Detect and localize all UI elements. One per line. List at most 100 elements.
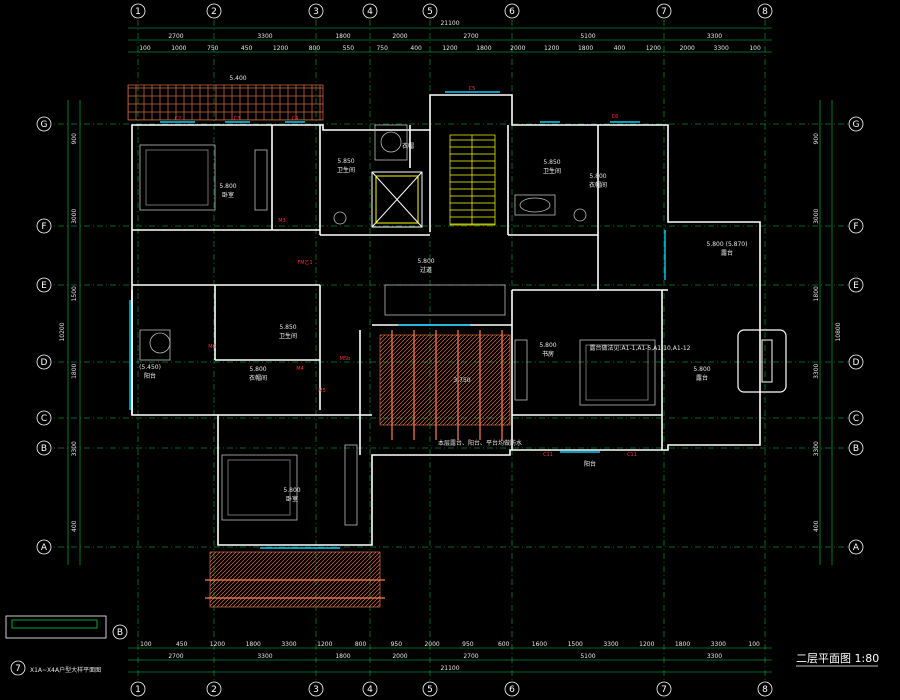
dimension-text: 5100: [580, 33, 595, 40]
axis-label: 7: [661, 7, 667, 17]
dimension-text: 450: [241, 45, 253, 52]
dimension-text: 950: [391, 641, 403, 648]
dimension-text: 2000: [510, 45, 525, 52]
axis-label: G: [853, 120, 860, 130]
axis-label: B: [117, 628, 123, 638]
dimension-text: 3300: [707, 33, 722, 40]
room-label: 卫生间: [543, 167, 561, 175]
dimension-text: 1800: [335, 653, 350, 660]
dimension-text: 1800: [335, 33, 350, 40]
annotation-note: 3.750: [453, 377, 470, 384]
dimension-text: 1800: [675, 641, 690, 648]
dimension-text: 21100: [440, 20, 459, 27]
detail-small: [5, 615, 107, 639]
dimension-text: 1200: [210, 641, 225, 648]
room-elevation: 5.800: [417, 258, 434, 265]
stair: [449, 134, 496, 226]
axis-bubble: [757, 3, 773, 19]
dimension-text: 1200: [317, 641, 332, 648]
dimension-text: 1200: [646, 45, 661, 52]
furniture: [139, 124, 656, 526]
detail-note: X1A~X4A户型大样平面图: [30, 666, 101, 674]
dimension-text: 1800: [71, 363, 78, 378]
axis-label: F: [853, 222, 858, 232]
door-window-tag: C2: [175, 116, 182, 122]
dimension-text: 3300: [257, 33, 272, 40]
room-label: 衣帽: [402, 142, 414, 150]
axis-bubble: [848, 440, 864, 456]
door-window-tag: C5: [469, 86, 476, 92]
axis-bubble: [36, 277, 52, 293]
dimension-text: 1500: [71, 286, 78, 301]
dimension-text: 3300: [711, 641, 726, 648]
axis-label: 3: [313, 7, 319, 17]
axis-bubble: [36, 410, 52, 426]
axis-bubble: [504, 3, 520, 19]
room-label: 过道: [420, 266, 432, 274]
axis-bubble: [36, 539, 52, 555]
axis-bubble: [362, 681, 378, 697]
dimension-text: 2700: [168, 33, 183, 40]
dimension-text: 1600: [532, 641, 547, 648]
room-label: 衣帽间: [589, 181, 607, 189]
axis-label: 2: [211, 7, 217, 17]
axis-bubble: [36, 354, 52, 370]
room-label: 卧室: [222, 191, 234, 199]
axis-bubble: [308, 681, 324, 697]
room-elevation: (5.450): [139, 364, 161, 371]
dimension-text: 3000: [813, 208, 820, 223]
room-label: 卧室: [286, 495, 298, 503]
axis-label: 7: [15, 664, 21, 674]
room-label: 书房: [542, 350, 554, 358]
door-window-tag: C11: [543, 452, 553, 458]
axis-label: 6: [509, 685, 515, 695]
axis-bubble: [206, 3, 222, 19]
dimension-text: 21100: [440, 665, 459, 672]
axis-label: E: [41, 281, 47, 291]
axis-label: 8: [762, 7, 768, 17]
dimension-text: 3300: [707, 653, 722, 660]
door-window-tag: M3: [278, 218, 286, 224]
annotation-note: 本层露台、阳台、平台均做防水: [438, 439, 522, 447]
axis-label: 1: [135, 7, 141, 17]
room-label: 卫生间: [337, 166, 355, 174]
dimension-text: 400: [410, 45, 422, 52]
axis-bubble: [848, 277, 864, 293]
annotation-note: 5.400: [229, 75, 246, 82]
axis-label: G: [41, 120, 48, 130]
drawing-title: 二层平面图 1:80: [796, 652, 879, 665]
room-elevation: 5.800 (5.870): [707, 241, 748, 248]
axis-label: 1: [135, 685, 141, 695]
room-elevation: 5.800: [219, 183, 236, 190]
dimension-text: 3300: [257, 653, 272, 660]
dimension-text: 3300: [813, 363, 820, 378]
dimension-text: 100: [140, 641, 152, 648]
annotation-notes: 露台做法见:A1-1,A1-5,A1-10,A1-12 本层露台、阳台、平台均做防…: [229, 75, 690, 447]
dimension-text: 800: [309, 45, 321, 52]
annotation-note: 露台做法见:A1-1,A1-5,A1-10,A1-12: [590, 344, 691, 352]
dimension-text: 900: [813, 133, 820, 145]
axis-bubble: [36, 440, 52, 456]
room-label: 阳台: [144, 372, 156, 380]
axis-label: D: [853, 358, 860, 368]
roof-tiles-top: [127, 84, 324, 121]
axis-bubble: [656, 3, 672, 19]
door-window-tag: M5b: [340, 356, 351, 362]
windows: [129, 91, 666, 549]
axis-label: 3: [313, 685, 319, 695]
room-label: 阳台: [584, 460, 596, 468]
axis-bubble: [757, 681, 773, 697]
dimension-text: 5100: [580, 653, 595, 660]
dimension-text: 750: [376, 45, 388, 52]
terrace-hatch: [379, 334, 511, 426]
door-window-tag: C6: [612, 114, 619, 120]
door-window-tag: M4: [296, 366, 304, 372]
dimension-lines: [67, 27, 833, 673]
axis-bubble: [130, 681, 146, 697]
dimension-text: 450: [176, 641, 188, 648]
dimension-text: 10800: [835, 322, 842, 341]
door-window-tag: M5: [318, 388, 326, 394]
elevator-shaft: [371, 171, 423, 228]
axis-bubble: [848, 354, 864, 370]
